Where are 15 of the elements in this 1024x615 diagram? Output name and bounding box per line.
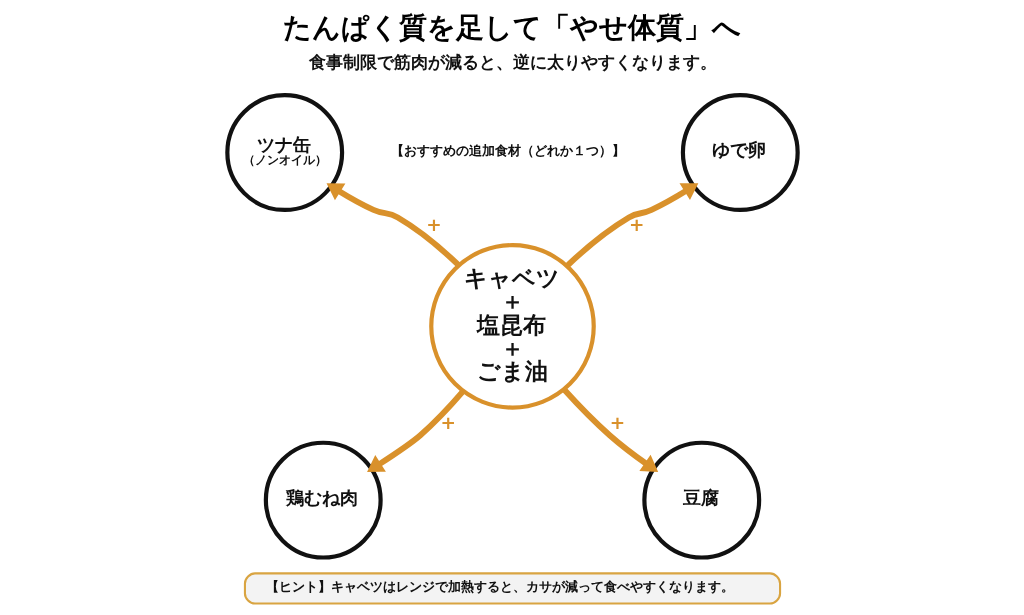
node-circle: キャベツ ＋ 塩昆布 ＋ ごま油 (428, 243, 596, 410)
arrow (561, 387, 658, 473)
node-box: 【ヒント】キャベツはレンジで加熱すると、カサが減って食べやすくなります。 (243, 572, 781, 605)
edge-label: + (439, 412, 456, 434)
diagram-title: たんぱく質を足して「やせ体質」へ (282, 10, 741, 44)
label: 食事制限で筋肉が減ると、逆に太りやすくなります。 (308, 51, 717, 72)
node-circle: 鶏むね肉 (263, 440, 383, 560)
node-circle: 豆腐 (641, 440, 761, 560)
arrow (326, 183, 461, 268)
edge-label: + (609, 412, 625, 434)
arrow (366, 389, 465, 473)
arrow (564, 183, 698, 268)
edge-label: + (425, 214, 442, 236)
label: 【おすすめの追加食材（どれか１つ）】 (390, 142, 625, 158)
edge-label: + (628, 214, 644, 236)
